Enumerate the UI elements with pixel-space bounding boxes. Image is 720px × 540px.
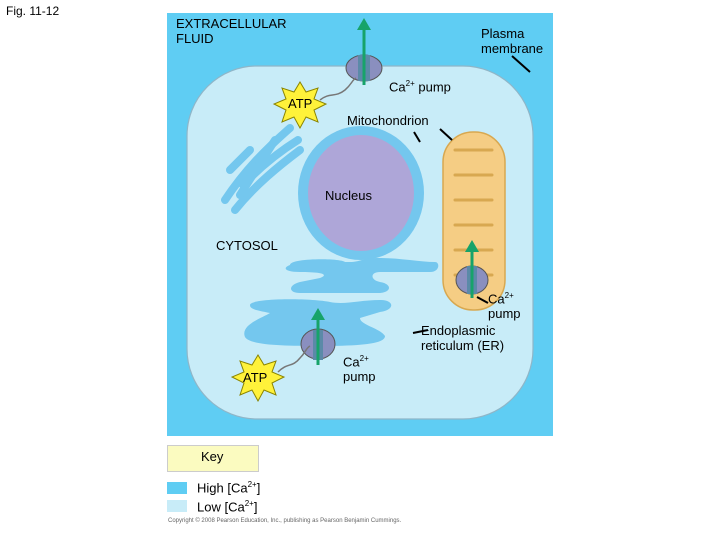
figure-label: Fig. 11-12	[6, 4, 60, 18]
pump-word: pump	[418, 79, 451, 95]
pump-bottom-shape	[300, 308, 336, 365]
high-ca-swatch	[167, 482, 187, 494]
plasma-membrane-label: Plasma membrane	[481, 26, 544, 56]
key-high-text: High [Ca	[197, 480, 248, 496]
pump-word: pump	[343, 369, 376, 385]
mitochondrion-shape	[442, 131, 506, 311]
charge: 2+	[405, 79, 415, 88]
pump-top-shape	[345, 18, 383, 85]
pump-right-shape	[455, 240, 489, 298]
cytosol-label: CYTOSOL	[216, 238, 278, 253]
atp-burst-bottom	[230, 354, 286, 403]
ca-symbol: Ca	[343, 354, 360, 370]
charge: 2+	[504, 291, 514, 300]
low-ca-swatch	[167, 500, 187, 512]
ca-symbol: Ca	[488, 291, 505, 307]
mitochondrion-label: Mitochondrion	[347, 113, 429, 128]
atp-squiggle-bottom	[277, 345, 311, 373]
atp-bottom-label: ATP	[243, 370, 268, 385]
charge: 2+	[359, 354, 369, 363]
nucleus-shape	[308, 135, 414, 251]
ca-pump-top-label: Ca2+ pump	[389, 79, 451, 95]
leader-lines	[412, 55, 531, 334]
key-low-text: Low [Ca	[197, 499, 245, 515]
bracket: ]	[256, 480, 261, 496]
atp-burst-top	[272, 81, 328, 130]
key-high-label: High [Ca2+]	[197, 480, 260, 496]
charge: 2+	[247, 480, 257, 489]
key-title: Key	[201, 449, 224, 464]
ca-symbol: Ca	[389, 79, 406, 95]
atp-squiggle-top	[319, 77, 357, 101]
pump-word: pump	[488, 306, 521, 322]
nucleus-label: Nucleus	[325, 188, 372, 203]
key-low-label: Low [Ca2+]	[197, 499, 257, 515]
bracket: ]	[253, 499, 258, 515]
atp-top-label: ATP	[288, 96, 313, 111]
ca-pump-bottom-label: Ca2+ pump	[343, 354, 388, 385]
er-left	[221, 124, 304, 214]
key-box	[167, 445, 259, 472]
charge: 2+	[244, 499, 254, 508]
extracellular-fluid-label: EXTRACELLULAR FLUID	[176, 16, 287, 46]
ca-pump-right-label: Ca2+ pump	[488, 291, 528, 322]
copyright-line: Copyright © 2008 Pearson Education, Inc.…	[168, 518, 402, 524]
er-label: Endoplasmic reticulum (ER)	[421, 323, 505, 353]
